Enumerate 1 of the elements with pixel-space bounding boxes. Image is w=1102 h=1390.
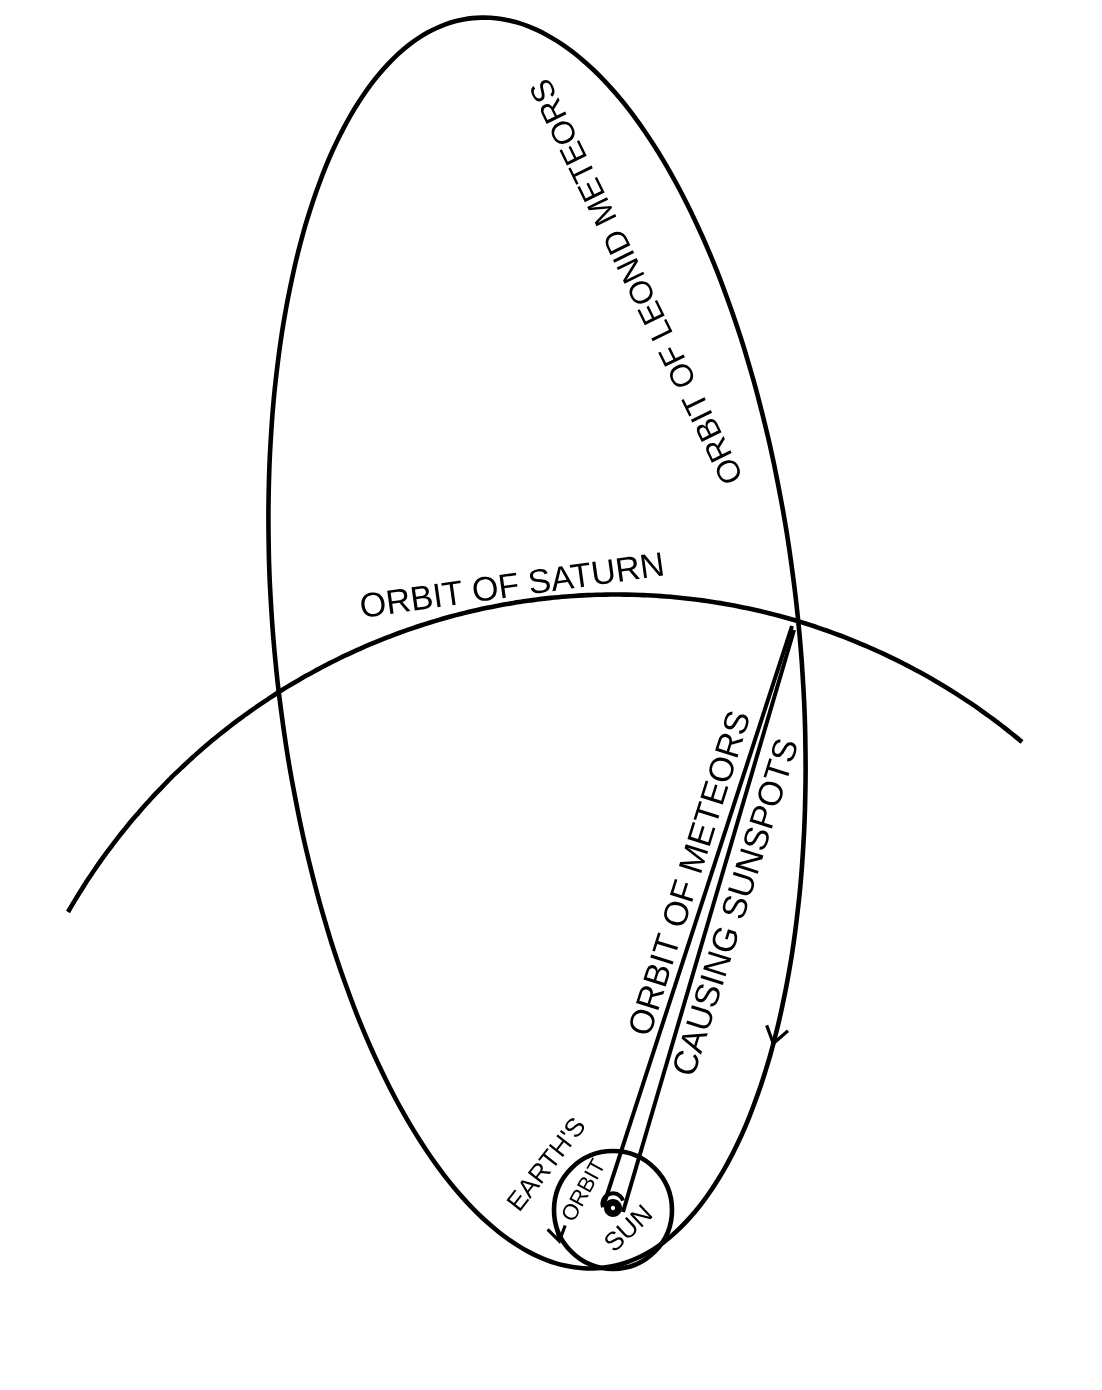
orbit-label: ORBIT OF SATURN xyxy=(361,552,664,617)
